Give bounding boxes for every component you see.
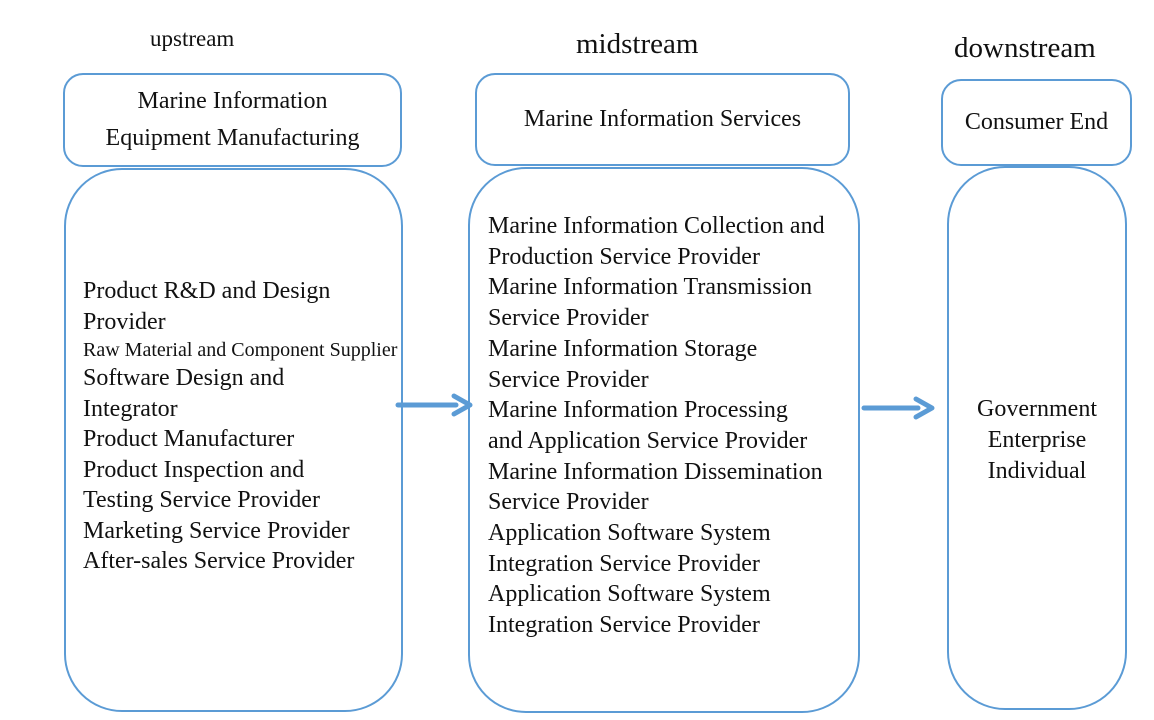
- downstream-header-box: Consumer End: [941, 79, 1132, 166]
- midstream-body-box: Marine Information Collection and Produc…: [468, 167, 860, 713]
- upstream-item: Product R&D and Design Provider: [83, 278, 331, 335]
- midstream-header-box: Marine Information Services: [475, 73, 850, 166]
- midstream-item: Application Software System Integration …: [488, 581, 771, 639]
- upstream-item: After-sales Service Provider: [83, 548, 355, 574]
- upstream-label: upstream: [150, 26, 235, 51]
- upstream-item: Product Manufacturer: [83, 426, 295, 452]
- upstream-header-text: Marine Information Equipment Manufacturi…: [105, 88, 360, 151]
- downstream-item: Individual: [987, 458, 1087, 484]
- midstream-list: Marine Information Collection and Produc…: [488, 211, 853, 641]
- upstream-header-box: Marine Information Equipment Manufacturi…: [63, 73, 402, 167]
- upstream-list: Product R&D and Design Provider Raw Mate…: [83, 276, 398, 577]
- upstream-item: Software Design and Integrator: [83, 365, 285, 422]
- midstream-item: Application Software System Integration …: [488, 520, 771, 577]
- downstream-header-text: Consumer End: [964, 109, 1109, 135]
- midstream-item: Marine Information Transmission Service …: [488, 274, 812, 332]
- downstream-list: Government Enterprise Individual: [949, 394, 1125, 487]
- midstream-header-text: Marine Information Services: [523, 106, 802, 132]
- downstream-label: downstream: [954, 32, 1096, 64]
- upstream-item: Product Inspection and Testing Service P…: [83, 456, 320, 514]
- midstream-item: Marine Information Storage Service Provi…: [488, 335, 758, 393]
- right-arrow-icon: [395, 393, 473, 417]
- midstream-item: Marine Information Processing and Applic…: [488, 397, 808, 454]
- downstream-body-box: Government Enterprise Individual: [947, 166, 1127, 710]
- upstream-body-box: Product R&D and Design Provider Raw Mate…: [64, 168, 403, 712]
- midstream-item: Marine Information Dissemination Service…: [488, 458, 823, 516]
- midstream-label: midstream: [576, 28, 699, 60]
- upstream-item: Marketing Service Provider: [83, 517, 350, 544]
- downstream-item: Enterprise: [987, 427, 1087, 453]
- downstream-item: Government: [977, 396, 1097, 422]
- midstream-item: Marine Information Collection and Produc…: [488, 213, 825, 270]
- upstream-item: Raw Material and Component Supplier: [83, 339, 398, 361]
- right-arrow-icon: [861, 396, 935, 420]
